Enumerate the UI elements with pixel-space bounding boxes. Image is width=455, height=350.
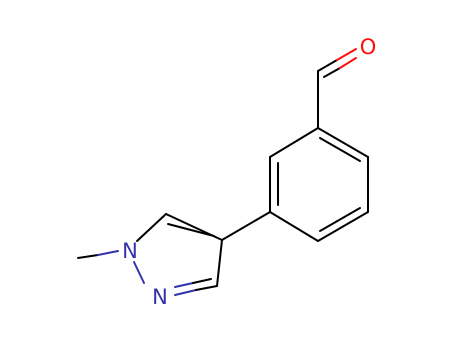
bond-aldehyde-c-o-inner-red — [339, 57, 357, 69]
bond-pyrazole-inner-c4-c5 — [167, 223, 215, 237]
atom-oxygen-label: O — [360, 35, 377, 59]
bond-aldehyde-c-o-outer-black — [317, 59, 338, 72]
bond-benzene-6 — [269, 127, 319, 158]
bond-n-methyl-black — [77, 254, 99, 259]
bond-benzene-3 — [317, 211, 369, 242]
atom-n1-label: N — [122, 239, 138, 263]
bond-benzene-4 — [269, 211, 319, 242]
bond-aldehyde-c-o-outer-red — [336, 48, 357, 61]
bond-benzene-inner-2 — [319, 207, 361, 232]
bond-benzene-1 — [317, 127, 369, 158]
bond-pyrazole-inner-n2-c3-black — [192, 278, 212, 284]
bond-n-methyl-blue — [97, 250, 119, 256]
bond-benzene-inner-1 — [319, 137, 361, 162]
bond-benzene-pyrazole — [221, 211, 271, 241]
bonds — [77, 48, 369, 296]
bond-pyrazole-n2-c3-blue — [174, 289, 197, 296]
bond-aldehyde-c-o-inner-black — [323, 67, 341, 78]
bond-pyrazole-c3-c4 — [216, 239, 223, 287]
bond-pyrazole-inner-n2-c3-blue — [174, 282, 194, 288]
bond-pyrazole-n2-c3-black — [195, 285, 218, 291]
atom-n2-label: N — [152, 285, 168, 309]
bond-pyrazole-c5-n1 — [136, 213, 167, 242]
bond-pyrazole-n1-n2 — [133, 261, 145, 284]
